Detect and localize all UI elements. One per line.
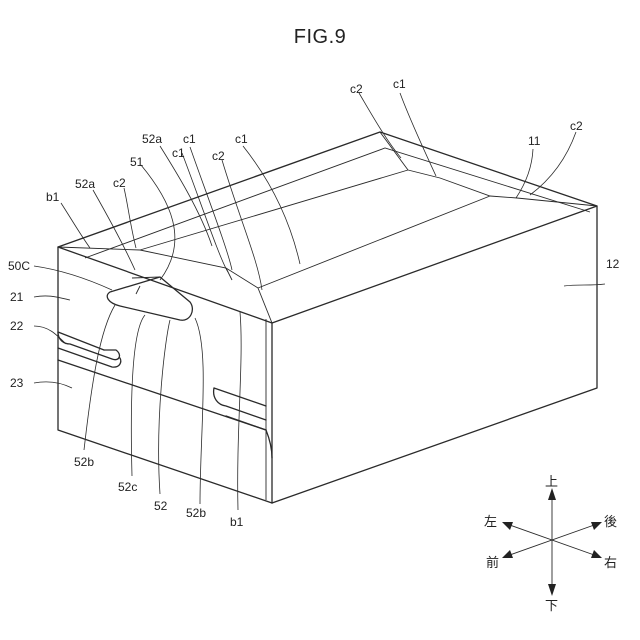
label-c2-left: c2: [113, 176, 126, 190]
label-23: 23: [10, 376, 24, 390]
label-c1-mid-a: c1: [183, 132, 196, 146]
label-c1-top: c1: [393, 77, 406, 91]
label-52a-upper: 52a: [142, 132, 162, 146]
label-c2-top: c2: [350, 82, 363, 96]
handle-hole: [107, 277, 192, 320]
direction-compass: 上 下 左 右 前 後: [484, 475, 617, 614]
label-50C: 50C: [8, 259, 30, 273]
label-c2-mid: c2: [212, 149, 225, 163]
label-51: 51: [130, 155, 144, 169]
arrow-down-icon: [548, 584, 556, 596]
label-b1-lower: b1: [230, 515, 244, 529]
label-22: 22: [10, 319, 24, 333]
arrow-left-icon: [502, 522, 513, 530]
arrow-front-icon: [502, 550, 513, 558]
direction-front: 前: [486, 555, 499, 571]
label-11: 11: [528, 134, 541, 148]
label-52b-right: 52b: [186, 506, 206, 520]
leader-lines: [34, 93, 605, 510]
direction-down: 下: [545, 599, 558, 614]
label-52c: 52c: [118, 480, 137, 494]
box-outline: [58, 132, 597, 503]
direction-back: 後: [604, 515, 617, 530]
label-52: 52: [154, 499, 168, 513]
label-52b-left: 52b: [74, 455, 94, 469]
label-c2-right: c2: [570, 119, 583, 133]
part-labels: c2 c1 c2 11 52a c1 c1 c1 51 c2 52a c2 b1…: [8, 77, 620, 529]
label-b1-upper: b1: [46, 190, 60, 204]
label-52a-left: 52a: [75, 177, 95, 191]
direction-left: 左: [484, 515, 497, 530]
label-12: 12: [606, 257, 620, 271]
label-21: 21: [10, 290, 24, 304]
arrow-right-icon: [591, 550, 602, 558]
arrow-back-icon: [591, 522, 602, 530]
label-c1-mid-c: c1: [235, 132, 248, 146]
label-c1-mid-b: c1: [172, 146, 185, 160]
direction-up: 上: [545, 475, 558, 490]
direction-right: 右: [604, 556, 617, 571]
